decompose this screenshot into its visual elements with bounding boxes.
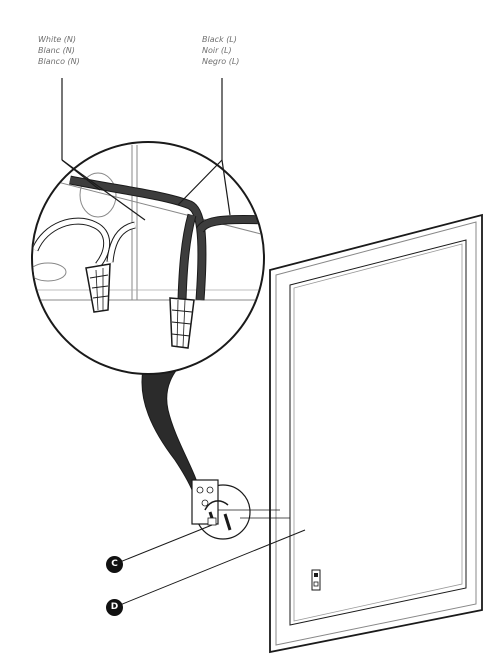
leader-d	[114, 529, 306, 608]
wire-nut-live	[169, 297, 195, 349]
magnifier-ribbon	[141, 367, 201, 493]
callout-c: C	[106, 556, 123, 573]
wire-nut-neutral	[85, 263, 111, 313]
callout-d: D	[106, 599, 123, 616]
label-black-es: Negro (L)	[202, 57, 240, 66]
label-black-en: Black (L)	[202, 35, 237, 44]
label-white-es: Blanco (N)	[38, 57, 80, 66]
magnified-wiring-view	[31, 141, 265, 375]
touch-sensor-icon	[311, 569, 321, 591]
label-white-fr: Blanc (N)	[38, 46, 75, 55]
leader-c	[114, 524, 213, 565]
live-wire-label: Black (L) Noir (L) Negro (L)	[202, 34, 239, 67]
label-white-en: White (N)	[38, 35, 77, 44]
neutral-wire-label: White (N) Blanc (N) Blanco (N)	[38, 34, 80, 67]
led-mirror	[269, 213, 483, 654]
label-black-fr: Noir (L)	[202, 46, 232, 55]
label-leaders	[61, 78, 231, 221]
